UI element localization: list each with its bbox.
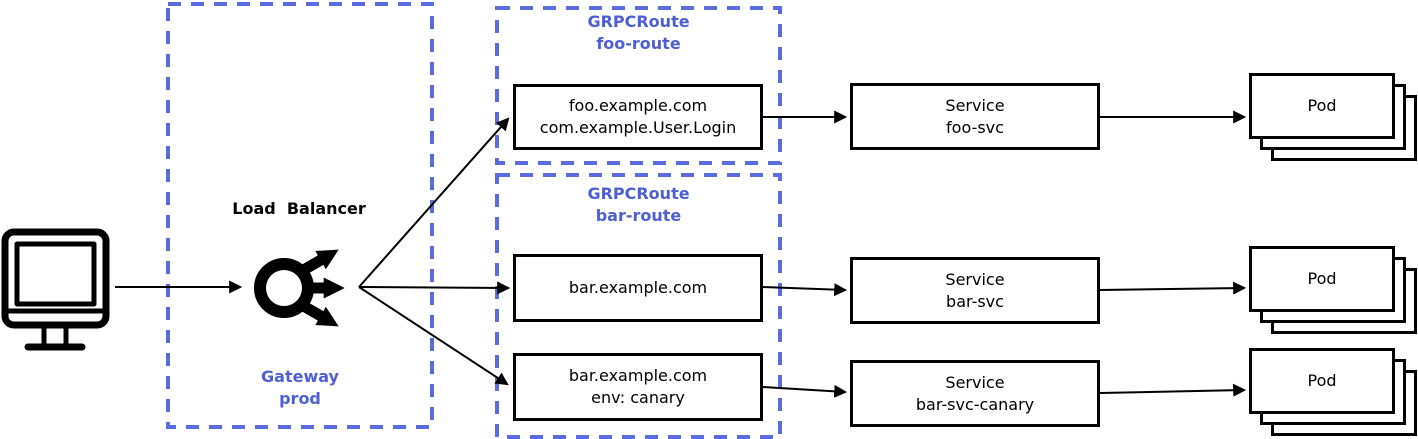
gateway-group-border [166, 2, 434, 429]
foo-route-group-title: GRPCRoute foo-route [497, 11, 780, 55]
foo-route-title-line2: foo-route [596, 34, 681, 53]
arrow-bar-match-to-service [762, 283, 848, 297]
bar-route-title-line2: bar-route [595, 206, 682, 225]
service-bar-name: bar-svc [946, 291, 1004, 311]
canary-pod-box: Pod [1249, 348, 1395, 414]
bar-match-box: bar.example.com [513, 254, 763, 322]
monitor-icon [1, 228, 110, 351]
service-foo-name: foo-svc [946, 117, 1004, 137]
arrow-lb-to-bar-match [358, 281, 511, 295]
bar-pod-label: Pod [1307, 269, 1337, 288]
foo-match-box: foo.example.com com.example.User.Login [513, 84, 763, 150]
gateway-group-title-line1: Gateway [261, 367, 339, 386]
service-bar-svc-canary-box: Service bar-svc-canary [850, 360, 1100, 427]
canary-match-header: env: canary [591, 388, 685, 407]
service-bar-kind: Service [945, 269, 1005, 289]
bar-route-group-border [495, 173, 782, 439]
bar-match-hostname: bar.example.com [568, 278, 708, 297]
foo-route-group-border [495, 6, 782, 165]
canary-pod-label: Pod [1307, 371, 1337, 390]
arrow-bar-service-to-pods [1099, 281, 1247, 295]
foo-pod-box: Pod [1249, 73, 1395, 139]
foo-match-hostname: foo.example.com [568, 96, 708, 115]
load-balancer-label: Load Balancer [232, 199, 366, 218]
arrow-canary-service-to-pods [1099, 383, 1247, 397]
foo-pod-label: Pod [1307, 96, 1337, 115]
foo-match-method: com.example.User.Login [539, 118, 737, 137]
service-canary-name: bar-svc-canary [915, 394, 1035, 414]
arrow-lb-to-canary-match [358, 286, 509, 386]
arrow-canary-match-to-service [762, 384, 848, 398]
service-foo-svc-box: Service foo-svc [850, 83, 1100, 150]
bar-pod-box: Pod [1249, 246, 1395, 312]
service-foo-kind: Service [945, 95, 1005, 115]
canary-match-hostname: bar.example.com [568, 366, 708, 385]
load-balancer-icon [254, 249, 345, 327]
arrow-lb-to-foo-match [358, 117, 510, 288]
bar-route-title-line1: GRPCRoute [587, 184, 690, 203]
service-bar-svc-box: Service bar-svc [850, 257, 1100, 324]
gateway-group-title-line2: prod [279, 389, 321, 408]
foo-route-title-line1: GRPCRoute [587, 12, 690, 31]
gateway-group-title: Gateway prod [200, 366, 400, 410]
canary-match-box: bar.example.com env: canary [513, 353, 763, 421]
bar-route-group-title: GRPCRoute bar-route [497, 183, 780, 227]
service-canary-kind: Service [945, 372, 1005, 392]
